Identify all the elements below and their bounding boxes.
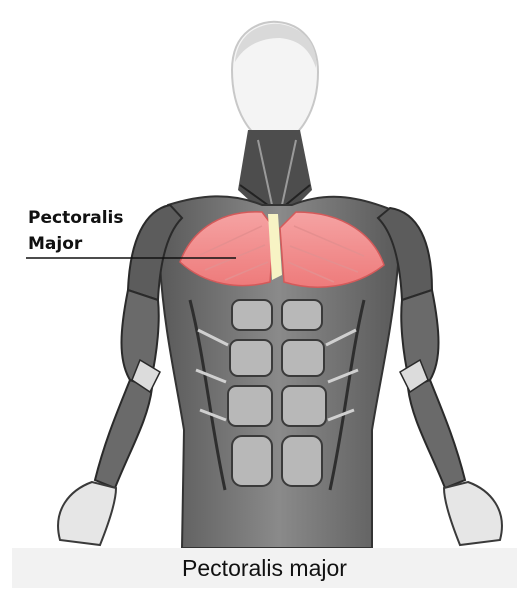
caption-bar: Pectoralis major <box>12 548 517 588</box>
anatomy-figure <box>0 0 527 548</box>
head <box>232 22 318 145</box>
caption-text: Pectoralis major <box>12 548 517 588</box>
callout-label-line1: Pectoralis <box>28 205 148 231</box>
callout-label: Pectoralis Major <box>28 205 148 257</box>
callout-label-line2: Major <box>28 231 148 257</box>
